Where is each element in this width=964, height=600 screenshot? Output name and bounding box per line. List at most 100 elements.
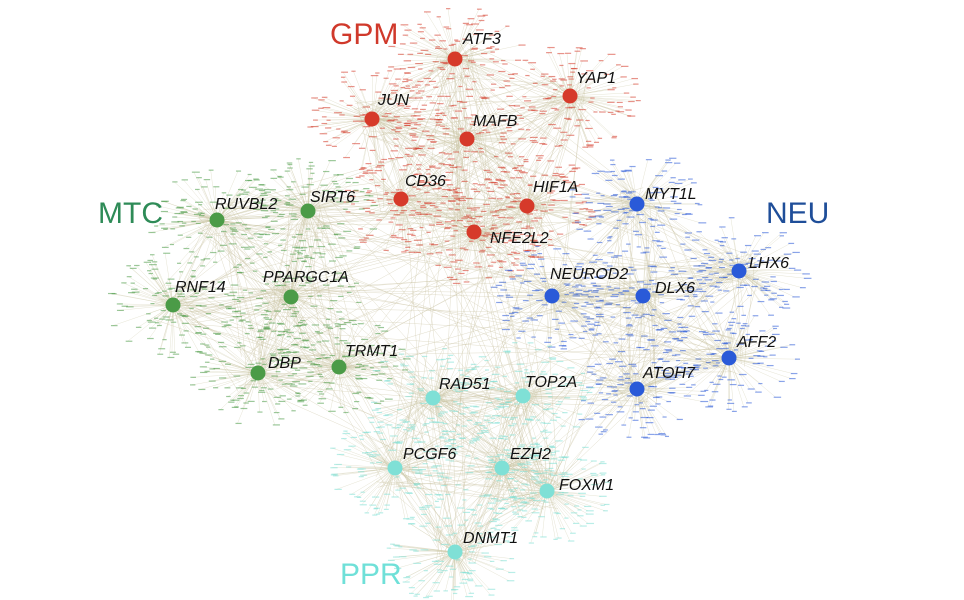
leaf-gene-node (614, 287, 620, 289)
leaf-gene-node (413, 115, 421, 117)
leaf-gene-node (416, 213, 422, 216)
leaf-gene-node (533, 244, 542, 247)
leaf-gene-node (338, 406, 344, 408)
leaf-gene-node (203, 258, 211, 260)
edge (465, 60, 578, 102)
leaf-gene-node (490, 51, 495, 53)
leaf-edge (379, 397, 434, 423)
leaf-edge (320, 108, 373, 120)
leaf-edge (419, 119, 468, 140)
leaf-edge (210, 372, 259, 382)
leaf-gene-node (597, 137, 603, 139)
leaf-gene-node (358, 120, 366, 122)
leaf-edge (569, 95, 628, 111)
leaf-gene-node (278, 244, 283, 246)
leaf-gene-node (629, 165, 636, 168)
leaf-edge (473, 209, 527, 233)
leaf-gene-node (393, 365, 399, 367)
leaf-gene-node (435, 121, 442, 123)
leaf-edge (551, 295, 595, 336)
leaf-gene-node (248, 324, 253, 327)
leaf-gene-node (354, 282, 360, 284)
leaf-gene-node (649, 199, 655, 201)
leaf-gene-node (495, 284, 503, 286)
leaf-gene-node (295, 247, 304, 249)
leaf-edge (628, 388, 638, 438)
leaf-gene-node (640, 252, 647, 254)
leaf-gene-node (518, 156, 525, 158)
edge (421, 145, 457, 389)
leaf-gene-node (464, 117, 472, 119)
leaf-gene-node (301, 339, 310, 341)
leaf-gene-node (595, 296, 600, 298)
leaf-edge (636, 159, 649, 205)
leaf-gene-node (610, 211, 619, 213)
leaf-gene-node (126, 265, 132, 267)
leaf-gene-node (688, 178, 693, 180)
leaf-gene-node (390, 89, 398, 92)
leaf-gene-node (594, 321, 600, 323)
leaf-gene-node (189, 384, 196, 386)
leaf-gene-node (461, 107, 467, 110)
leaf-gene-node (589, 328, 595, 330)
leaf-gene-node (570, 320, 578, 322)
leaf-gene-node (462, 38, 468, 40)
leaf-gene-node (325, 388, 333, 390)
leaf-edge (418, 231, 475, 246)
leaf-gene-node (652, 240, 660, 242)
leaf-gene-node (497, 216, 506, 219)
leaf-gene-node (346, 104, 353, 106)
leaf-gene-node (293, 325, 302, 327)
leaf-gene-node (243, 191, 250, 193)
leaf-edge (728, 357, 792, 379)
edge (313, 191, 640, 380)
leaf-gene-node (333, 279, 342, 281)
leaf-edge (400, 192, 456, 200)
leaf-edge (601, 388, 638, 418)
leaf-gene-node (610, 170, 616, 173)
leaf-gene-node (327, 327, 333, 329)
leaf-gene-node (636, 281, 645, 283)
leaf-gene-node (447, 200, 456, 202)
leaf-edge (466, 123, 517, 140)
leaf-gene-node (289, 213, 297, 215)
leaf-gene-node (375, 346, 381, 348)
leaf-gene-node (605, 302, 613, 304)
leaf-gene-node (130, 282, 135, 284)
leaf-gene-node (458, 85, 463, 88)
leaf-gene-node (418, 145, 425, 147)
leaf-gene-node (200, 265, 206, 267)
leaf-edge (336, 464, 396, 469)
leaf-gene-node (152, 278, 158, 280)
leaf-gene-node (463, 216, 470, 218)
leaf-edge (315, 118, 373, 121)
edge (451, 74, 640, 199)
leaf-gene-node (473, 207, 480, 209)
leaf-gene-node (230, 233, 236, 235)
leaf-gene-node (506, 234, 511, 236)
leaf-gene-node (195, 201, 203, 203)
leaf-edge (365, 198, 402, 239)
leaf-edge (522, 361, 559, 397)
leaf-gene-node (507, 240, 514, 242)
leaf-edge (454, 58, 505, 65)
leaf-gene-node (581, 272, 586, 274)
leaf-gene-node (473, 262, 480, 264)
leaf-edge (307, 182, 355, 212)
leaf-gene-node (255, 188, 264, 190)
leaf-edge (698, 231, 740, 272)
leaf-gene-node (593, 141, 600, 143)
leaf-edge (526, 177, 563, 207)
leaf-gene-node (400, 24, 409, 26)
leaf-gene-node (235, 387, 244, 389)
leaf-edge (526, 167, 558, 207)
leaf-gene-node (190, 376, 196, 378)
leaf-edge (201, 343, 259, 374)
leaf-gene-node (429, 102, 436, 104)
leaf-edge (546, 490, 603, 506)
leaf-gene-node (585, 119, 590, 122)
leaf-gene-node (175, 207, 184, 209)
leaf-gene-node (224, 207, 231, 209)
leaf-gene-node (566, 118, 572, 121)
leaf-gene-node (381, 115, 388, 117)
